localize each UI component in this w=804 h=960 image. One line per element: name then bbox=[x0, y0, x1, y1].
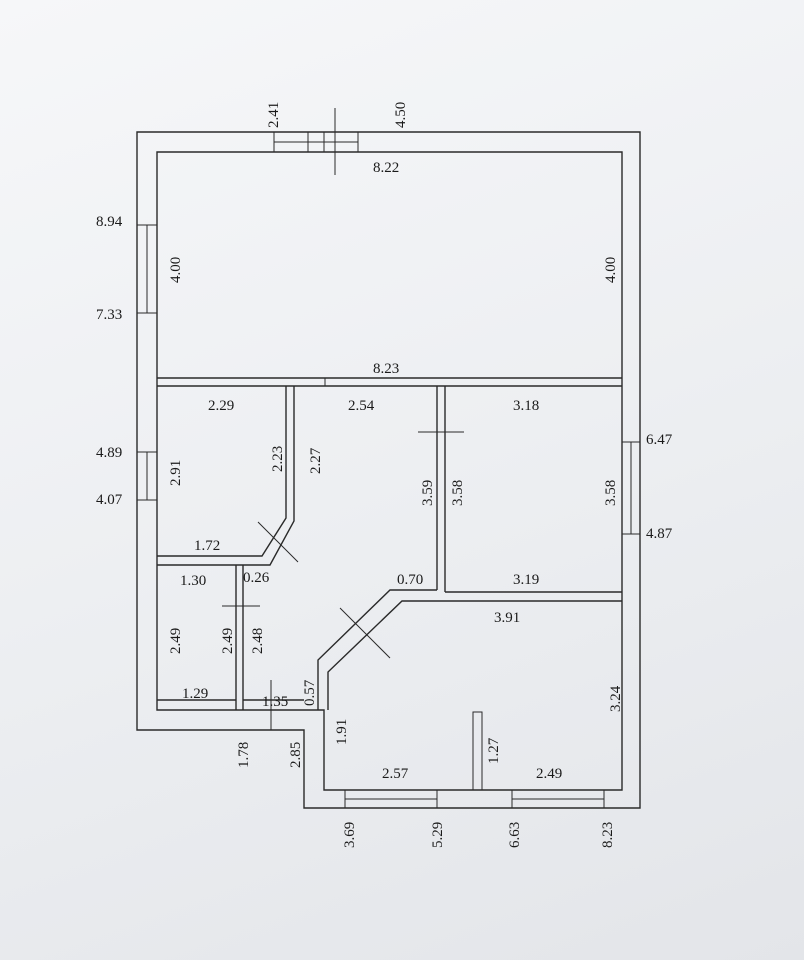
diagonal-door-mark bbox=[339, 607, 391, 659]
dim-entrance-width: 1.35 bbox=[262, 694, 288, 710]
bottom-window-right bbox=[511, 789, 605, 809]
dim-top-window-left: 2.41 bbox=[266, 102, 282, 128]
dim-corridor-left-height: 2.23 bbox=[270, 446, 286, 472]
dim-bottom-left-width: 2.57 bbox=[382, 766, 409, 782]
dim-closet-height-right: 2.48 bbox=[250, 628, 266, 654]
partition-horizontal-top bbox=[157, 377, 622, 387]
dim-bottom-window-4: 8.23 bbox=[600, 822, 616, 848]
dim-wall-stub: 0.26 bbox=[243, 570, 270, 586]
dim-bottom-window-2: 5.29 bbox=[430, 822, 446, 848]
dim-room-b-height-left: 3.59 bbox=[420, 480, 436, 506]
outer-wall-outer-line bbox=[136, 131, 641, 809]
dim-diag-start: 0.70 bbox=[397, 572, 423, 588]
dim-partition-height: 1.27 bbox=[486, 737, 502, 764]
dim-corridor-bottom-width: 1.72 bbox=[194, 538, 220, 554]
dim-bottom-right-width: 2.49 bbox=[536, 766, 562, 782]
dim-left-window-top: 8.94 bbox=[96, 214, 123, 230]
dim-room-c-height: 3.58 bbox=[603, 480, 619, 506]
dim-room-a-width: 2.29 bbox=[208, 398, 234, 414]
dim-bottom-window-1: 3.69 bbox=[342, 822, 358, 848]
dim-top-room-right-height: 4.00 bbox=[603, 257, 619, 283]
dim-right-window-bottom: 4.87 bbox=[646, 526, 673, 542]
dim-room-c-width: 3.18 bbox=[513, 398, 539, 414]
corridor-door-mark bbox=[257, 521, 299, 563]
dim-left-window-bottom: 7.33 bbox=[96, 307, 122, 323]
dim-top-width: 8.22 bbox=[373, 160, 399, 176]
dim-room-b-width: 2.54 bbox=[348, 398, 375, 414]
right-window bbox=[621, 441, 641, 535]
dim-corridor-right-height: 2.27 bbox=[308, 447, 324, 474]
outer-wall-inner-line bbox=[156, 151, 623, 791]
top-window bbox=[273, 108, 359, 175]
dim-closet-height-left: 2.49 bbox=[220, 628, 236, 654]
dim-bottom-window-3: 6.63 bbox=[507, 822, 523, 848]
dim-mid-width: 8.23 bbox=[373, 361, 399, 377]
dim-left-window2-top: 4.89 bbox=[96, 445, 122, 461]
dim-room-d-width: 1.30 bbox=[180, 573, 206, 589]
dim-right-window-top: 6.47 bbox=[646, 432, 673, 448]
partition-bottom bbox=[472, 711, 483, 791]
dim-room-e-width: 3.91 bbox=[494, 610, 520, 626]
left-window-lower bbox=[136, 451, 158, 501]
dim-room-d-bottom-width: 1.29 bbox=[182, 686, 208, 702]
left-window-upper bbox=[136, 224, 158, 314]
partition-diagonal bbox=[317, 589, 622, 710]
dim-room-b-height-right: 3.58 bbox=[450, 480, 466, 506]
dim-top-window-right: 4.50 bbox=[393, 102, 409, 128]
dim-top-room-left-height: 4.00 bbox=[168, 257, 184, 283]
partition-room-b-c bbox=[436, 386, 446, 592]
dim-left-window2-bottom: 4.07 bbox=[96, 492, 123, 508]
dim-room-d-height: 2.49 bbox=[168, 628, 184, 654]
dim-entrance-right-depth: 2.85 bbox=[288, 742, 304, 768]
dim-room-a-height: 2.91 bbox=[168, 460, 184, 486]
bottom-window-left bbox=[344, 789, 438, 809]
partition-room-a-corridor bbox=[157, 386, 295, 566]
dim-room-c-bottom-width: 3.19 bbox=[513, 572, 539, 588]
dim-entrance-left-depth: 1.78 bbox=[236, 742, 252, 768]
closet-walls bbox=[157, 565, 304, 710]
dim-bottom-room-height: 1.91 bbox=[334, 719, 350, 745]
dim-diag-end: 0.57 bbox=[302, 679, 318, 706]
dim-room-e-height: 3.24 bbox=[608, 685, 624, 712]
